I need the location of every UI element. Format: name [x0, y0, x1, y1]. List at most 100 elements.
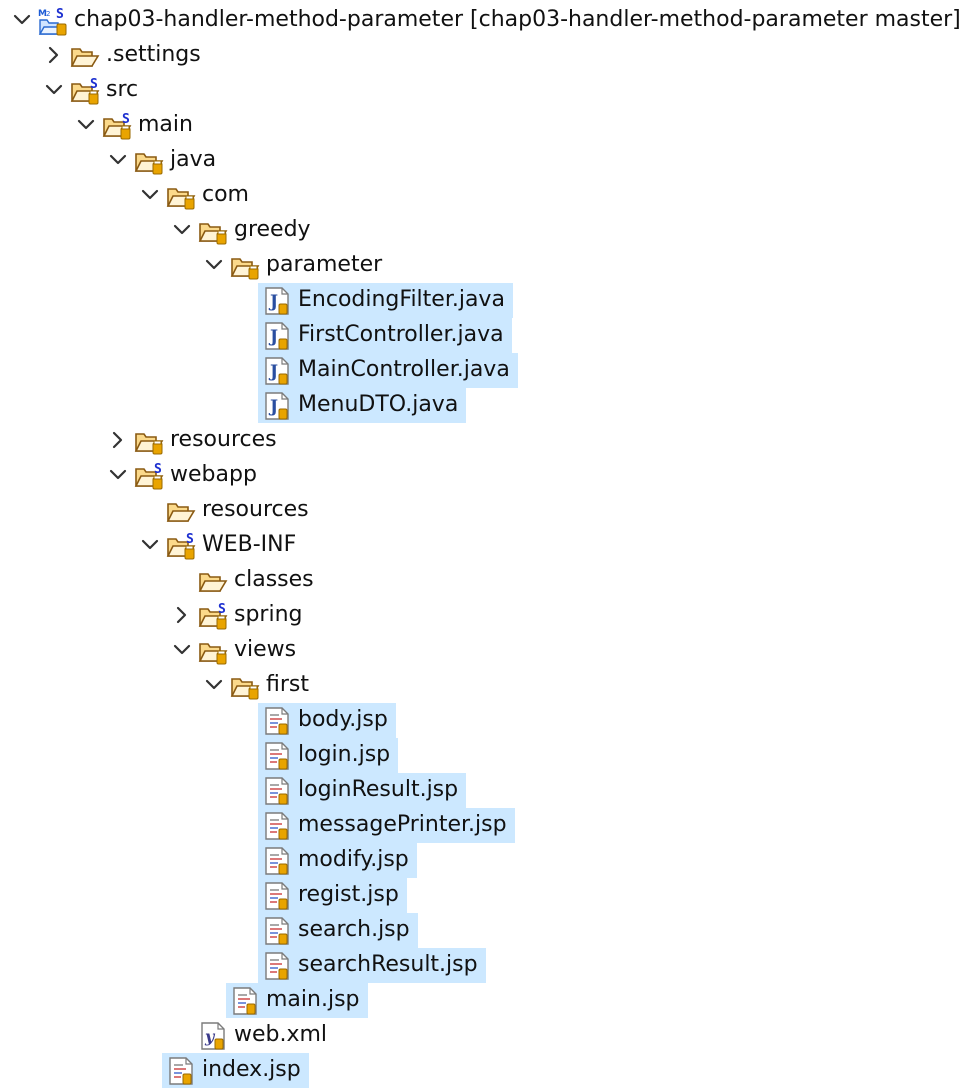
tree-item[interactable]: resources — [0, 493, 960, 528]
chevron-down-icon[interactable] — [172, 220, 192, 240]
source-folder-icon — [230, 251, 260, 281]
tree-item[interactable]: messagePrinter.jsp — [0, 808, 960, 843]
tree-item-label: EncodingFilter.java — [298, 287, 505, 312]
tree-item-label: classes — [234, 567, 314, 592]
tree-item[interactable]: parameter — [0, 248, 960, 283]
spring-source-folder-icon: S — [102, 111, 132, 141]
folder-icon — [70, 41, 100, 71]
chevron-right-icon[interactable] — [108, 430, 128, 450]
tree-item-label: views — [234, 637, 297, 662]
chevron-down-icon[interactable] — [140, 535, 160, 555]
tree-item-label: resources — [170, 427, 277, 452]
chevron-right-icon[interactable] — [44, 45, 64, 65]
chevron-down-icon[interactable] — [12, 10, 32, 30]
tree-item[interactable]: J FirstController.java — [0, 318, 960, 353]
source-folder-icon — [198, 216, 228, 246]
svg-text:J: J — [268, 397, 278, 417]
chevron-down-icon[interactable] — [108, 150, 128, 170]
tree-item-label: com — [202, 182, 249, 207]
tree-item-label: spring — [234, 602, 303, 627]
tree-item-label: FirstController.java — [298, 322, 504, 347]
tree-item-label: searchResult.jsp — [298, 952, 478, 977]
svg-text:S: S — [56, 7, 64, 22]
tree-item[interactable]: main.jsp — [0, 983, 960, 1018]
maven-spring-project-icon: M 2 S — [38, 6, 68, 36]
svg-text:S: S — [90, 77, 98, 92]
tree-item[interactable]: classes — [0, 563, 960, 598]
tree-item[interactable]: M 2 S chap03-handler-method-parameter [c… — [0, 3, 960, 38]
tree-item[interactable]: search.jsp — [0, 913, 960, 948]
chevron-down-icon[interactable] — [204, 255, 224, 275]
java-file-icon: J — [262, 391, 292, 421]
tree-item-label: loginResult.jsp — [298, 777, 459, 802]
tree-item[interactable]: login.jsp — [0, 738, 960, 773]
tree-item-label: chap03-handler-method-parameter [chap03-… — [74, 7, 960, 32]
spring-source-folder-icon: S — [134, 461, 164, 491]
source-folder-icon — [230, 671, 260, 701]
svg-text:y: y — [204, 1027, 216, 1046]
tree-item[interactable]: searchResult.jsp — [0, 948, 960, 983]
tree-item-label: body.jsp — [298, 707, 388, 732]
tree-item-label: messagePrinter.jsp — [298, 812, 507, 837]
tree-item[interactable]: regist.jsp — [0, 878, 960, 913]
folder-icon — [198, 566, 228, 596]
tree-item-label: web.xml — [234, 1022, 328, 1047]
svg-text:S: S — [218, 602, 226, 617]
chevron-down-icon[interactable] — [172, 640, 192, 660]
jsp-file-icon — [262, 776, 292, 806]
chevron-down-icon[interactable] — [108, 465, 128, 485]
selection-highlight — [258, 388, 466, 423]
tree-item-label: search.jsp — [298, 917, 410, 942]
svg-text:J: J — [268, 327, 278, 347]
svg-text:2: 2 — [46, 10, 50, 18]
selection-highlight — [258, 773, 466, 808]
selection-highlight — [258, 353, 518, 388]
tree-item[interactable]: resources — [0, 423, 960, 458]
tree-item[interactable]: J MainController.java — [0, 353, 960, 388]
tree-item[interactable]: J MenuDTO.java — [0, 388, 960, 423]
source-folder-icon — [134, 146, 164, 176]
tree-item[interactable]: .settings — [0, 38, 960, 73]
spring-source-folder-icon: S — [166, 531, 196, 561]
tree-item-label: first — [266, 672, 309, 697]
svg-text:J: J — [268, 292, 278, 312]
tree-item[interactable]: J EncodingFilter.java — [0, 283, 960, 318]
svg-text:M: M — [38, 9, 47, 19]
tree-item-label: greedy — [234, 217, 311, 242]
tree-item-label: login.jsp — [298, 742, 391, 767]
tree-item-label: resources — [202, 497, 309, 522]
tree-item-label: regist.jsp — [298, 882, 399, 907]
chevron-down-icon[interactable] — [44, 80, 64, 100]
tree-item[interactable]: body.jsp — [0, 703, 960, 738]
tree-item[interactable]: loginResult.jsp — [0, 773, 960, 808]
jsp-file-icon — [230, 986, 260, 1016]
jsp-file-icon — [262, 916, 292, 946]
tree-item-label: webapp — [170, 462, 257, 487]
chevron-right-icon[interactable] — [172, 605, 192, 625]
tree-item[interactable]: greedy — [0, 213, 960, 248]
tree-item-label: java — [170, 147, 217, 172]
tree-item-label: .settings — [106, 42, 201, 67]
tree-item-label: modify.jsp — [298, 847, 409, 872]
tree-item[interactable]: com — [0, 178, 960, 213]
svg-text:S: S — [154, 462, 162, 477]
chevron-down-icon[interactable] — [76, 115, 96, 135]
jsp-file-icon — [262, 846, 292, 876]
tree-item[interactable]: index.jsp — [0, 1053, 960, 1088]
tree-item[interactable]: views — [0, 633, 960, 668]
chevron-down-icon[interactable] — [204, 675, 224, 695]
selection-highlight — [258, 948, 486, 983]
tree-item[interactable]: first — [0, 668, 960, 703]
tree-item[interactable]: java — [0, 143, 960, 178]
svg-text:S: S — [186, 532, 194, 547]
chevron-down-icon[interactable] — [140, 185, 160, 205]
tree-item[interactable]: y web.xml — [0, 1018, 960, 1053]
tree-item-label: MainController.java — [298, 357, 510, 382]
tree-item[interactable]: modify.jsp — [0, 843, 960, 878]
spring-source-folder-icon: S — [198, 601, 228, 631]
